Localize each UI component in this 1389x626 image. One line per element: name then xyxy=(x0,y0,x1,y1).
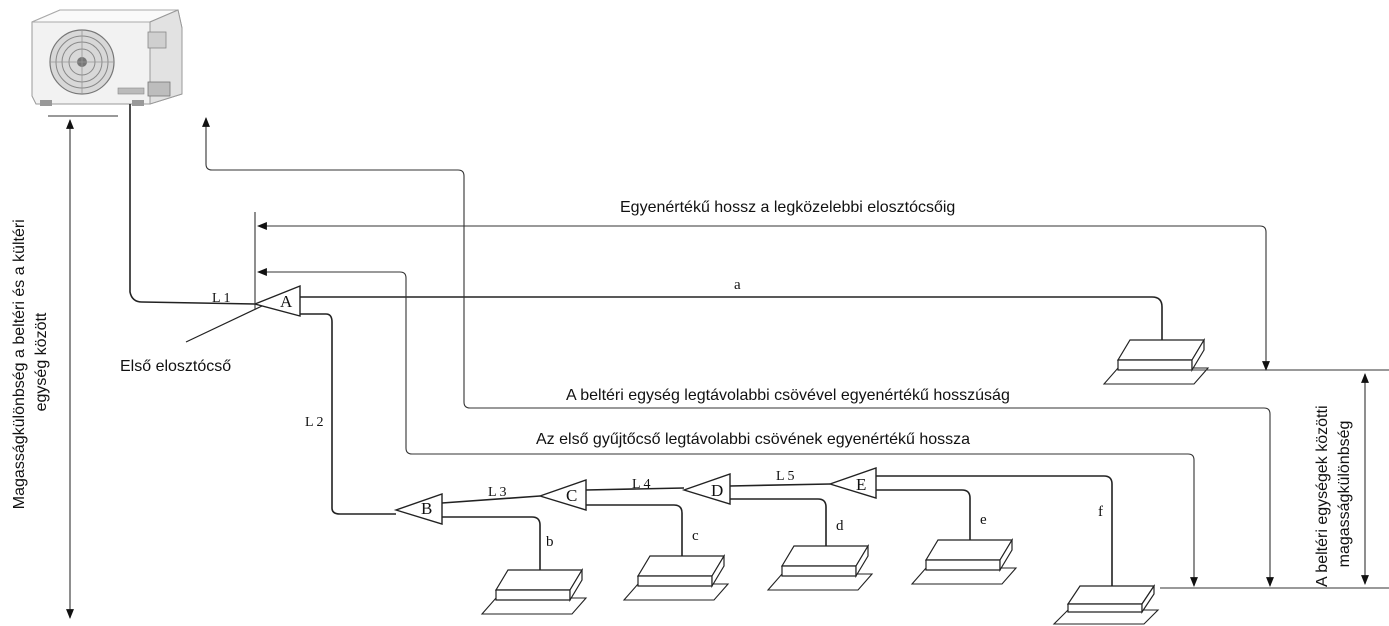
first-collector-arrow xyxy=(257,268,1198,587)
indoor-unit-a xyxy=(1102,337,1210,385)
branch-c xyxy=(537,479,587,511)
pipe-d xyxy=(730,498,827,552)
pipe-a xyxy=(300,296,1163,352)
pipe-d-label: d xyxy=(836,518,844,534)
pipe-b xyxy=(442,516,541,576)
segment-label-l1: L 1 xyxy=(212,291,231,306)
indoor-unit-e xyxy=(910,537,1018,585)
branch-a xyxy=(252,284,301,317)
indoor-unit-c xyxy=(622,553,730,601)
equiv-farthest-arrow xyxy=(202,117,1274,587)
equiv-nearest-arrow xyxy=(257,222,1270,371)
main-pipe xyxy=(129,104,256,305)
branch-b xyxy=(393,493,443,525)
pipe-l5 xyxy=(729,483,831,487)
height-indoor-label: A beltéri egységek közötti magasságkülön… xyxy=(1314,401,1353,587)
equiv-nearest-label: Egyenértékű hossz a legközelebbi elosztó… xyxy=(620,199,955,216)
first-collector-label: Az első gyűjtőcső legtávolabbi csövének … xyxy=(536,431,970,448)
segment-label-l2: L 2 xyxy=(305,415,324,430)
pipe-c xyxy=(586,504,683,562)
pipe-e xyxy=(876,489,971,546)
pipe-b-label: b xyxy=(546,534,554,550)
first-branch-label: Első elosztócső xyxy=(120,358,231,375)
branch-a-label: A xyxy=(280,292,293,311)
branch-c-label: C xyxy=(566,486,577,505)
branch-e xyxy=(827,467,877,499)
branch-b-label: B xyxy=(421,499,432,518)
branch-e-label: E xyxy=(856,475,866,494)
pipe-f-label: f xyxy=(1098,504,1103,520)
indoor-unit-b xyxy=(480,567,588,615)
height-outdoor-indoor-label: Magasságkülönbség a beltéri és a kültéri… xyxy=(11,215,50,509)
segment-label-l3: L 3 xyxy=(488,485,507,500)
segment-label-l4: L 4 xyxy=(632,477,651,492)
indoor-unit-f xyxy=(1052,584,1160,625)
pipe-e-label: e xyxy=(980,512,987,528)
pipe-a-label: a xyxy=(734,277,741,293)
branch-d-label: D xyxy=(711,481,723,500)
pipe-l2 xyxy=(300,313,396,515)
first-branch-pointer xyxy=(185,305,263,343)
equiv-farthest-label: A beltéri egység legtávolabbi csövével e… xyxy=(566,387,1010,404)
outdoor-unit-image xyxy=(31,9,183,106)
segment-label-l5: L 5 xyxy=(776,469,795,484)
indoor-unit-d xyxy=(766,543,874,591)
pipe-c-label: c xyxy=(692,528,699,544)
